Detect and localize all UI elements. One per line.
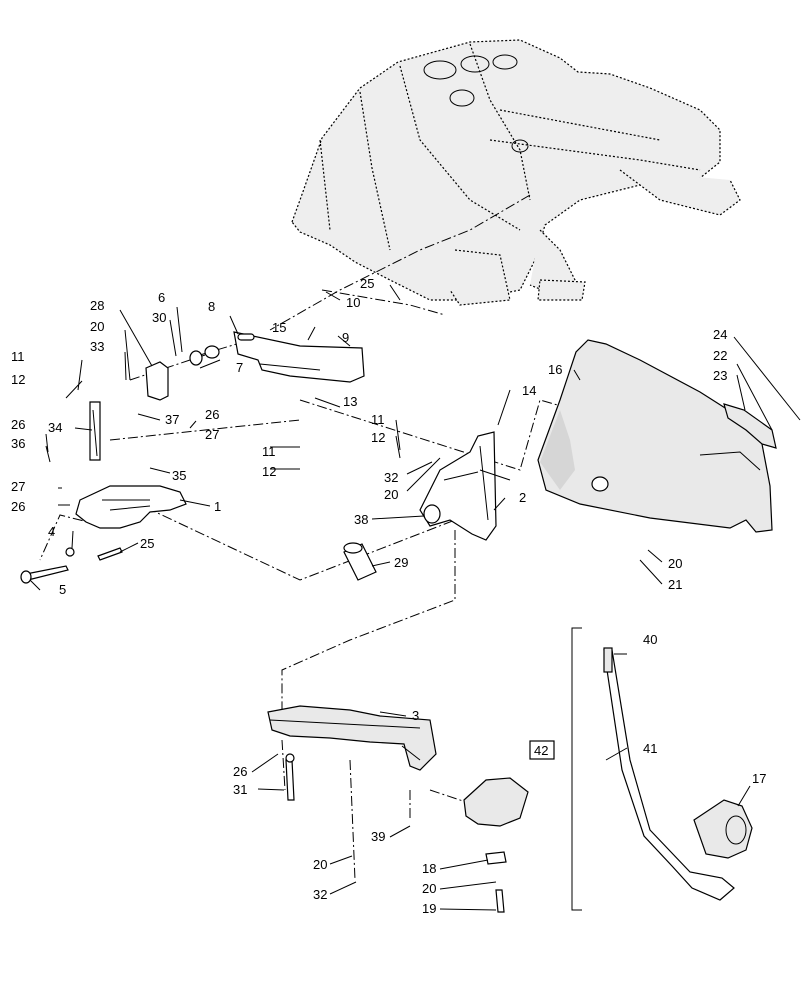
callout-2: 2 xyxy=(519,490,526,505)
callout-33: 33 xyxy=(90,339,104,354)
callout-26: 26 xyxy=(11,499,25,514)
part-rod-34 xyxy=(89,401,101,461)
callout-25: 25 xyxy=(360,276,374,291)
callout-21: 21 xyxy=(668,577,682,592)
callout-12: 12 xyxy=(11,372,25,387)
callout-26: 26 xyxy=(205,407,219,422)
callout-6: 6 xyxy=(158,290,165,305)
part-bracket-18 xyxy=(485,851,507,865)
part-bolt-19 xyxy=(495,889,505,913)
kit-bracket-42: 42 xyxy=(529,627,582,911)
callout-34: 34 xyxy=(48,420,62,435)
callout-5: 5 xyxy=(59,582,66,597)
callout-18: 18 xyxy=(422,861,436,876)
callout-27: 27 xyxy=(11,479,25,494)
callout-22: 22 xyxy=(713,348,727,363)
callout-7: 7 xyxy=(236,360,243,375)
part-bracket-2 xyxy=(419,431,497,541)
callout-labels: 25 10 8 6 28 30 15 9 20 33 7 11 12 37 26… xyxy=(11,276,766,916)
callout-30: 30 xyxy=(152,310,166,325)
callout-14: 14 xyxy=(522,383,536,398)
callout-35: 35 xyxy=(172,468,186,483)
callout-37: 37 xyxy=(165,412,179,427)
callout-31: 31 xyxy=(233,782,247,797)
part-bolt-5 xyxy=(20,547,75,584)
callout-1: 1 xyxy=(214,499,221,514)
callout-36: 36 xyxy=(11,436,25,451)
part-cap-17-lower xyxy=(463,777,529,827)
callout-27: 27 xyxy=(205,427,219,442)
callout-leaders xyxy=(29,284,801,911)
machine-frame xyxy=(291,39,741,306)
part-bushing-7 xyxy=(189,345,220,366)
callout-20: 20 xyxy=(668,556,682,571)
callout-10: 10 xyxy=(346,295,360,310)
callout-17: 17 xyxy=(752,771,766,786)
callout-29: 29 xyxy=(394,555,408,570)
callout-13: 13 xyxy=(343,394,357,409)
callout-23: 23 xyxy=(713,368,727,383)
callout-19: 19 xyxy=(422,901,436,916)
part-guard-23 xyxy=(723,403,777,449)
part-bracket-1 xyxy=(75,485,187,529)
part-shroud-16 xyxy=(537,339,773,533)
callout-41: 41 xyxy=(643,741,657,756)
callout-12: 12 xyxy=(262,464,276,479)
part-spacer-29 xyxy=(343,542,377,581)
callout-32: 32 xyxy=(313,887,327,902)
callout-20: 20 xyxy=(422,881,436,896)
callout-9: 9 xyxy=(342,330,349,345)
callout-8: 8 xyxy=(208,299,215,314)
callout-26: 26 xyxy=(11,417,25,432)
part-bolt-25-lower xyxy=(97,547,123,561)
callout-20: 20 xyxy=(90,319,104,334)
part-bracket-9 xyxy=(233,331,365,383)
callout-16: 16 xyxy=(548,362,562,377)
group-label-42: 42 xyxy=(534,743,548,758)
callout-25: 25 xyxy=(140,536,154,551)
callout-4: 4 xyxy=(48,524,55,539)
callout-32: 32 xyxy=(384,470,398,485)
callout-38: 38 xyxy=(354,512,368,527)
callout-20: 20 xyxy=(313,857,327,872)
callout-11: 11 xyxy=(11,349,25,364)
part-bracket-28 xyxy=(145,361,169,401)
part-bolt-31 xyxy=(285,753,295,801)
callout-20: 20 xyxy=(384,487,398,502)
callout-11: 11 xyxy=(371,412,385,427)
callout-3: 3 xyxy=(412,708,419,723)
part-cap-17 xyxy=(693,799,753,859)
callout-11: 11 xyxy=(262,444,276,459)
part-crossmember-3 xyxy=(267,705,437,771)
callout-15: 15 xyxy=(272,320,286,335)
callout-12: 12 xyxy=(371,430,385,445)
part-pole-41 xyxy=(603,647,735,901)
callout-28: 28 xyxy=(90,298,104,313)
callout-24: 24 xyxy=(713,327,727,342)
callout-26: 26 xyxy=(233,764,247,779)
callout-40: 40 xyxy=(643,632,657,647)
callout-39: 39 xyxy=(371,829,385,844)
assembly-leader-lines xyxy=(39,194,576,881)
